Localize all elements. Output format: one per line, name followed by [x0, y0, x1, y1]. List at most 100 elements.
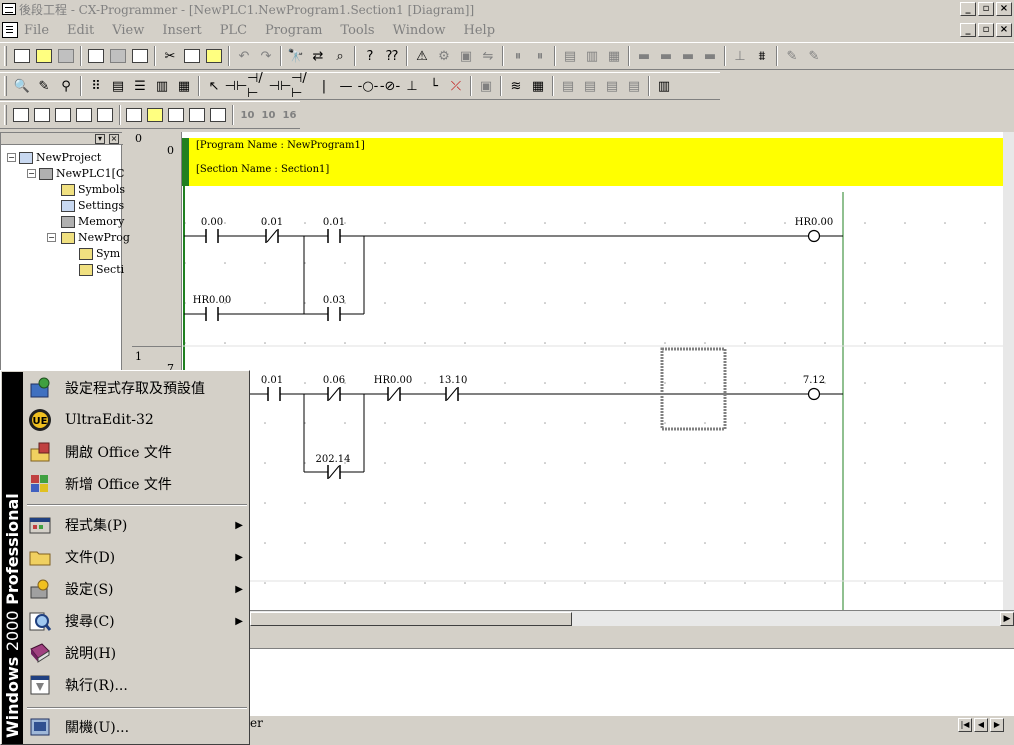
- new-coil-icon[interactable]: -○-: [357, 78, 379, 94]
- ladder-coil[interactable]: [807, 387, 821, 401]
- address-reference-icon[interactable]: [74, 104, 95, 126]
- context-help-icon[interactable]: ⁇: [386, 48, 398, 64]
- start-menu-item-ultraedit[interactable]: UE UltraEdit-32: [25, 405, 249, 435]
- workspace-dock-button[interactable]: ▾: [95, 134, 105, 144]
- expand-toggle[interactable]: −: [7, 153, 16, 162]
- scroll-thumb[interactable]: [250, 612, 572, 626]
- scroll-right-arrow[interactable]: ▶: [1000, 612, 1014, 626]
- expand-toggle[interactable]: −: [27, 169, 36, 178]
- tree-node-section[interactable]: Secti: [79, 263, 124, 276]
- tree-node-settings[interactable]: Settings: [61, 199, 124, 212]
- new-instruction-icon[interactable]: ⊥: [406, 78, 418, 94]
- expand-toggle[interactable]: −: [47, 233, 56, 242]
- grid-icon[interactable]: ⠿: [91, 78, 101, 94]
- columns-icon[interactable]: ▥: [155, 78, 169, 94]
- start-menu-item-shutdown[interactable]: 關機(U)...: [25, 712, 249, 742]
- online-edit-cancel-icon[interactable]: ✎: [808, 48, 820, 64]
- menu-view[interactable]: View: [112, 22, 145, 38]
- start-menu-item-search[interactable]: 搜尋(C) ▶: [25, 606, 249, 636]
- start-menu-item-program-access[interactable]: 設定程式存取及預設值: [25, 373, 249, 403]
- vertical-line-icon[interactable]: |: [321, 78, 327, 94]
- tree-node-project[interactable]: NewProject: [19, 151, 101, 164]
- replace-icon[interactable]: ⇄: [312, 48, 324, 64]
- menu-insert[interactable]: Insert: [162, 22, 202, 38]
- app-icon[interactable]: [2, 3, 16, 15]
- tab-scroll-next[interactable]: ▶: [990, 718, 1004, 732]
- watch-add-icon[interactable]: ▤: [583, 78, 597, 94]
- start-menu-item-new-office[interactable]: 新增 Office 文件: [25, 469, 249, 499]
- io-table-icon[interactable]: [208, 104, 229, 126]
- tree-node-symbols[interactable]: Symbols: [61, 183, 125, 196]
- run-mode-icon[interactable]: ⏸: [514, 48, 522, 64]
- force-off-icon[interactable]: ▬: [659, 48, 673, 64]
- ladder-contact[interactable]: [327, 387, 341, 401]
- line-delete-icon[interactable]: ⤫: [450, 78, 462, 94]
- pt-icon[interactable]: ▣: [479, 78, 493, 94]
- start-menu-item-run[interactable]: 執行(R)...: [25, 670, 249, 700]
- list-icon[interactable]: ☰: [134, 78, 146, 94]
- start-menu-item-programs[interactable]: 程式集(P) ▶: [25, 510, 249, 540]
- ladder-contact[interactable]: [267, 387, 281, 401]
- new-or-contact-icon[interactable]: ⊣⊢: [268, 78, 292, 94]
- mnemonics-icon[interactable]: ≋: [510, 78, 522, 94]
- ladder-contact[interactable]: [327, 229, 341, 243]
- new-closed-coil-icon[interactable]: -⊘-: [379, 78, 401, 94]
- menu-window[interactable]: Window: [392, 22, 446, 38]
- line-connect-icon[interactable]: └: [430, 78, 438, 94]
- start-menu-item-help[interactable]: 說明(H): [25, 638, 249, 668]
- toolbar-grip[interactable]: [4, 46, 7, 66]
- output-tab[interactable]: er: [250, 716, 263, 730]
- upload-icon[interactable]: ▥: [585, 48, 599, 64]
- find-icon[interactable]: 🔭: [287, 48, 305, 64]
- start-menu-item-open-office[interactable]: 開啟 Office 文件: [25, 437, 249, 467]
- ladder-coil[interactable]: [807, 229, 821, 243]
- new-file-icon[interactable]: [11, 45, 33, 67]
- tree-node-local-symbols[interactable]: Sym: [79, 247, 120, 260]
- stop-mode-icon[interactable]: ⏸: [536, 48, 544, 64]
- ladder-contact[interactable]: [205, 307, 219, 321]
- ladder-contact[interactable]: [205, 229, 219, 243]
- local-symbols-icon[interactable]: [166, 104, 187, 126]
- ladder-diagram[interactable]: [Program Name : NewProgram1] [Section Na…: [182, 132, 1003, 610]
- ladder-contact[interactable]: [265, 229, 279, 243]
- differential-monitor-icon[interactable]: ⊥: [734, 48, 746, 64]
- ladder-contact[interactable]: [327, 465, 341, 479]
- paste-icon[interactable]: [203, 45, 225, 67]
- print-preview-icon[interactable]: [85, 45, 107, 67]
- force-on-icon[interactable]: ▬: [637, 48, 651, 64]
- redo-icon[interactable]: ↷: [260, 48, 272, 64]
- ladder-contact[interactable]: [387, 387, 401, 401]
- symbols-icon[interactable]: [145, 104, 166, 126]
- warning-icon[interactable]: ⚠: [416, 48, 428, 64]
- workspace-close-button[interactable]: ×: [109, 134, 119, 144]
- tab-scroll-prev[interactable]: ◀: [974, 718, 988, 732]
- project-workspace-icon[interactable]: [11, 104, 32, 126]
- hexadecimal-icon[interactable]: 16: [282, 109, 297, 121]
- menu-tools[interactable]: Tools: [340, 22, 375, 38]
- ladder-contact[interactable]: [327, 307, 341, 321]
- tree-node-plc[interactable]: NewPLC1[C: [39, 167, 124, 180]
- toolbar-grip[interactable]: [4, 105, 7, 125]
- cut-icon[interactable]: ✂: [164, 48, 176, 64]
- save-icon[interactable]: [55, 45, 77, 67]
- minimize-button[interactable]: _: [960, 2, 976, 16]
- watch-edit-icon[interactable]: ▤: [605, 78, 619, 94]
- menu-plc[interactable]: PLC: [219, 22, 248, 38]
- open-folder-icon[interactable]: [33, 45, 55, 67]
- ladder-contact[interactable]: [445, 387, 459, 401]
- tree-node-program[interactable]: NewProg: [61, 231, 130, 244]
- menu-file[interactable]: File: [24, 22, 50, 38]
- start-menu-item-settings[interactable]: 設定(S) ▶: [25, 574, 249, 604]
- vertical-scrollbar[interactable]: [1003, 132, 1014, 610]
- menu-help[interactable]: Help: [463, 22, 496, 38]
- mdi-minimize-button[interactable]: _: [960, 23, 976, 37]
- compare-icon[interactable]: ▤: [563, 48, 577, 64]
- cross-reference-icon[interactable]: ▥: [657, 78, 671, 94]
- tab-scroll-first[interactable]: |◀: [958, 718, 972, 732]
- mdi-restore-button[interactable]: ▫: [978, 23, 994, 37]
- document-icon[interactable]: [2, 22, 18, 38]
- new-contact-icon[interactable]: ⊣⊢: [224, 78, 248, 94]
- zoom-out-icon[interactable]: ⚲: [61, 78, 71, 94]
- ladder-cursor[interactable]: [660, 347, 727, 431]
- properties-icon[interactable]: [95, 104, 116, 126]
